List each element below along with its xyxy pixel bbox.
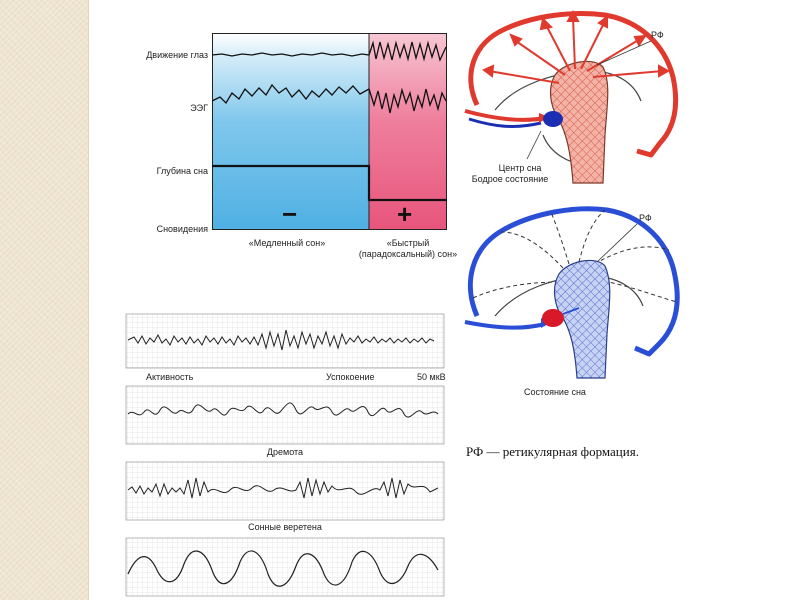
slow-sleep-label: «Медленный сон» [248,238,326,248]
spindles-label: Сонные веретена [248,522,322,532]
fast-sleep-sign: + [397,199,413,229]
eeg-trace-deep-sleep [127,550,439,587]
asleep-state-label: Состояние сна [524,387,586,397]
eeg-panel-drowsiness [125,385,445,445]
decorative-side-strip [0,0,89,600]
sleep-center-asleep [542,309,564,327]
reticular-formation-awake [549,60,609,184]
fast-sleep-label: «Быстрый (парадоксальный) сон» [358,238,458,259]
sleep-stage-chart [212,33,447,230]
eye-movement-trace [212,40,447,62]
eeg-label: ЭЭГ [190,103,208,113]
eeg-panel-spindles [125,461,445,521]
eeg-trace-activity [127,329,435,351]
rf-label-awake: РФ [651,30,664,40]
activity-label: Активность [146,372,194,382]
cortex-outline-asleep [467,206,680,357]
rf-label-asleep: РФ [639,213,652,223]
footnote-caption: РФ — ретикулярная формация. [466,444,639,459]
sleep-depth-line [212,164,447,202]
slow-sleep-sign: − [282,199,298,229]
eeg-trace-spindles [127,477,439,499]
sleep-center-label: Центр сна [498,163,542,173]
sleep-depth-label: Глубина сна [156,166,208,176]
slow-sleep-area [212,33,369,230]
brain-asleep-diagram [464,206,680,379]
eeg-trace [212,83,447,114]
fast-sleep-area [369,33,447,230]
dreams-label: Сновидения [156,224,208,234]
cortex-outline-awake [468,11,679,158]
scale-label: 50 мкВ [417,372,446,382]
calm-label: Успокоение [326,372,375,382]
drowsiness-label: Дремота [266,447,304,457]
awake-state-label: Бодрое состояние [471,174,549,184]
sleep-center-awake [543,111,563,127]
eye-movement-label: Движение глаз [146,50,208,60]
eeg-panel-deep [125,537,445,597]
eeg-trace-drowsiness [127,402,439,418]
brain-awake-diagram [464,9,679,184]
eeg-traces-panel [125,313,445,597]
